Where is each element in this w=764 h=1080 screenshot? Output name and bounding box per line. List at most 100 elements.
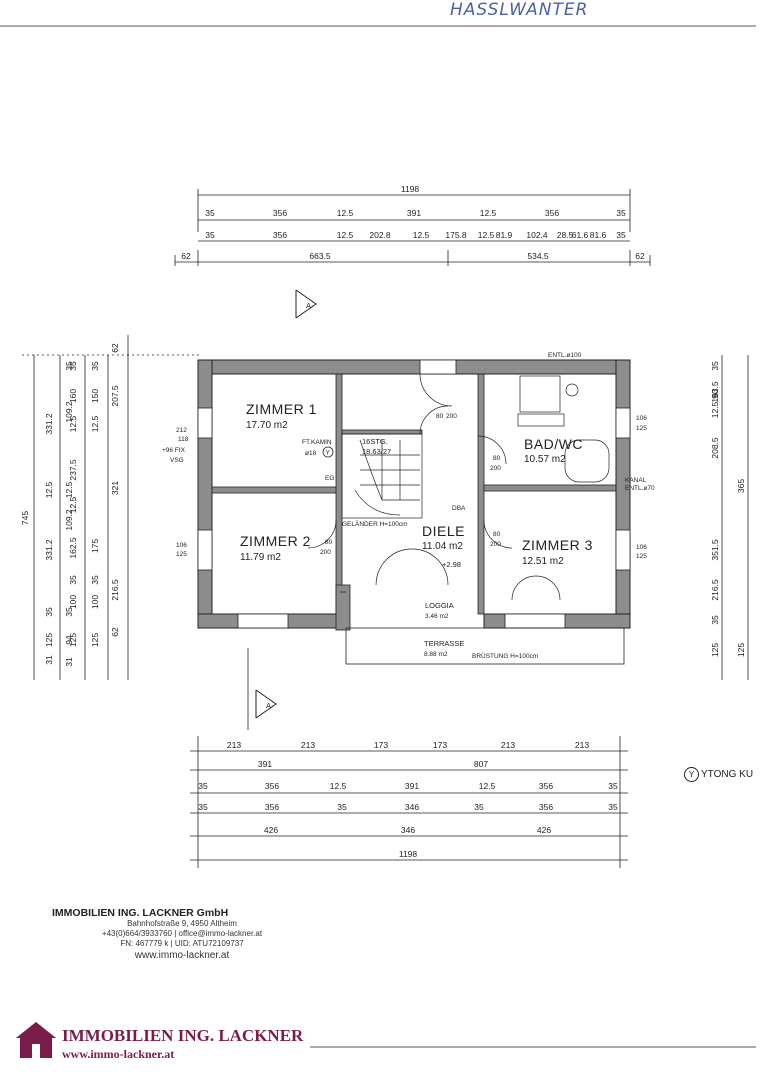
dim-left-col3-7: 100 bbox=[68, 595, 78, 609]
windows bbox=[197, 359, 631, 629]
dim-bottom-row3-2: 12.5 bbox=[330, 781, 347, 791]
annotation-bruestung: BRÜSTUNG H=100cm bbox=[472, 652, 538, 660]
opening-bad-right-b: 125 bbox=[636, 425, 647, 432]
dim-top-row3-2: 12.5 bbox=[337, 230, 354, 240]
company-block: IMMOBILIEN ING. LACKNER GmbH Bahnhofstra… bbox=[52, 907, 312, 961]
svg-text:Y: Y bbox=[326, 450, 331, 457]
dim-bottom-row3-5: 356 bbox=[539, 781, 553, 791]
section-marker-top bbox=[295, 289, 317, 319]
room-terrasse-area: 8.88 m2 bbox=[424, 651, 448, 658]
dim-right-col1-4: 208.5 bbox=[710, 437, 720, 459]
room-zimmer3-area: 12.51 m2 bbox=[522, 556, 564, 567]
dim-bottom-row3-3: 391 bbox=[405, 781, 419, 791]
dim-top-total: 1198 bbox=[401, 184, 420, 194]
dim-bottom-row3-6: 35 bbox=[608, 781, 618, 791]
brand-url[interactable]: www.immo-lackner.at bbox=[62, 1047, 175, 1061]
dim-bottom-row4-5: 356 bbox=[539, 802, 553, 812]
opening-z2-door-b: 200 bbox=[320, 549, 331, 556]
opening-z1-left-b: 118 bbox=[178, 436, 189, 443]
dim-bottom-row1-1: 213 bbox=[301, 740, 315, 750]
dim-left-col1-3: 35 bbox=[44, 607, 54, 617]
room-bad-name: BAD/WC bbox=[524, 436, 583, 452]
annotation-entl70: ENTL.ø70 bbox=[625, 485, 655, 492]
dim-left-col2-1: 109.2 bbox=[64, 401, 74, 423]
dim-left-col2-2: 12.5 bbox=[64, 481, 74, 498]
dim-top-row3-0: 35 bbox=[205, 230, 215, 240]
dim-top-row3-12: 35 bbox=[616, 230, 626, 240]
dim-top-row3-9: 28.5 bbox=[557, 230, 574, 240]
dim-top-row2-0: 35 bbox=[205, 208, 215, 218]
dim-right-col1-5: 351.5 bbox=[710, 539, 720, 561]
dim-bottom-row1-5: 213 bbox=[575, 740, 589, 750]
annotation-stg2: 18.63/27 bbox=[362, 447, 391, 456]
dim-right-col1-3: 163.5 bbox=[710, 381, 720, 403]
room-loggia-name: LOGGIA bbox=[425, 601, 454, 610]
dim-right-col1-6: 216.5 bbox=[710, 579, 720, 601]
dim-top-row2-2: 12.5 bbox=[337, 208, 354, 218]
opening-z2-door-a: 80 bbox=[325, 539, 333, 546]
dim-top-row3-4: 12.5 bbox=[413, 230, 430, 240]
dim-right-col1-7: 35 bbox=[710, 615, 720, 625]
bottom-dimensions bbox=[190, 736, 628, 868]
dim-left-col3-4: 12.5 bbox=[68, 496, 78, 513]
dim-left-col4-1: 150 bbox=[90, 389, 100, 403]
dim-right-col1-1: 90 bbox=[710, 389, 720, 399]
opening-z1-door-b: 200 bbox=[446, 413, 457, 420]
dim-bottom-row3-4: 12.5 bbox=[479, 781, 496, 791]
dim-bottom-row4-3: 346 bbox=[405, 802, 419, 812]
house-logo-icon bbox=[16, 1022, 56, 1058]
dim-left-col3-6: 35 bbox=[68, 575, 78, 585]
company-web[interactable]: www.immo-lackner.at bbox=[134, 950, 230, 961]
room-zimmer3-name: ZIMMER 3 bbox=[522, 537, 593, 553]
right-dimensions bbox=[721, 355, 749, 680]
annotation-vsg: VSG bbox=[170, 457, 184, 464]
opening-bad-door-a: 80 bbox=[493, 455, 501, 462]
dim-bottom-row4-4: 35 bbox=[474, 802, 484, 812]
dim-bottom-row5-1: 346 bbox=[401, 825, 415, 835]
dim-top-row3-5: 175.8 bbox=[445, 230, 467, 240]
dim-top-row3-10: 61.6 bbox=[572, 230, 589, 240]
annotation-kanal: KANAL bbox=[625, 477, 647, 484]
terrace-outline bbox=[340, 591, 625, 665]
section-a-bottom: A bbox=[266, 701, 271, 710]
company-contact: +43(0)664/3933760 | office@immo-lackner.… bbox=[101, 929, 263, 938]
opening-z3-right-a: 106 bbox=[636, 544, 647, 551]
dim-bottom-row2-0: 391 bbox=[258, 759, 272, 769]
dim-left-col1-1: 12.5 bbox=[44, 481, 54, 498]
dim-top-row2-5: 356 bbox=[545, 208, 559, 218]
dim-left-col3-0: 35 bbox=[68, 361, 78, 371]
dim-top-row4-2: 534.5 bbox=[527, 251, 549, 261]
dim-bottom-row4-0: 35 bbox=[198, 802, 208, 812]
dim-left-col3-5: 162.5 bbox=[68, 537, 78, 559]
dim-bottom-row3-1: 356 bbox=[265, 781, 279, 791]
room-zimmer2-name: ZIMMER 2 bbox=[240, 533, 311, 549]
opening-z2-left-a: 106 bbox=[176, 542, 187, 549]
dim-top-row3-8: 102.4 bbox=[526, 230, 548, 240]
dim-bottom-row1-0: 213 bbox=[227, 740, 241, 750]
dim-left-col5-1: 207.5 bbox=[110, 385, 120, 407]
dim-top-row2-6: 35 bbox=[616, 208, 626, 218]
section-marker-bottom bbox=[255, 689, 277, 719]
dim-left-col5-3: 216.5 bbox=[110, 579, 120, 601]
room-bad-area: 10.57 m2 bbox=[524, 454, 566, 465]
dim-left-col4-0: 35 bbox=[90, 361, 100, 371]
room-diele-area: 11.04 m2 bbox=[422, 541, 463, 552]
dim-top-row4-1: 663.5 bbox=[309, 251, 331, 261]
dim-left-col1-4: 31 bbox=[44, 655, 54, 665]
dim-left-outer-0: 745 bbox=[20, 511, 30, 525]
dim-top-row3-11: 81.6 bbox=[590, 230, 607, 240]
dim-top-row3-3: 202.8 bbox=[369, 230, 391, 240]
dim-top-row4-0: 62 bbox=[181, 251, 191, 261]
dim-top-row3-7: 81.9 bbox=[496, 230, 513, 240]
dim-top-row4-3: 62 bbox=[635, 251, 645, 261]
brand-title: IMMOBILIEN ING. LACKNER bbox=[62, 1026, 304, 1045]
bathroom-fixtures bbox=[517, 375, 610, 483]
dim-bottom-row2-1: 807 bbox=[474, 759, 488, 769]
handwritten-note: HASSLWANTER bbox=[450, 0, 589, 20]
dim-left-col3-1: 160 bbox=[68, 389, 78, 403]
annotation-dba: DBA bbox=[452, 505, 466, 512]
dim-bottom-row4-1: 356 bbox=[265, 802, 279, 812]
dim-right-col1-2: 12.5 bbox=[710, 401, 720, 418]
company-fn: FN: 467779 k | UID: ATU72109737 bbox=[120, 939, 244, 948]
opening-z3-right-b: 125 bbox=[636, 553, 647, 560]
